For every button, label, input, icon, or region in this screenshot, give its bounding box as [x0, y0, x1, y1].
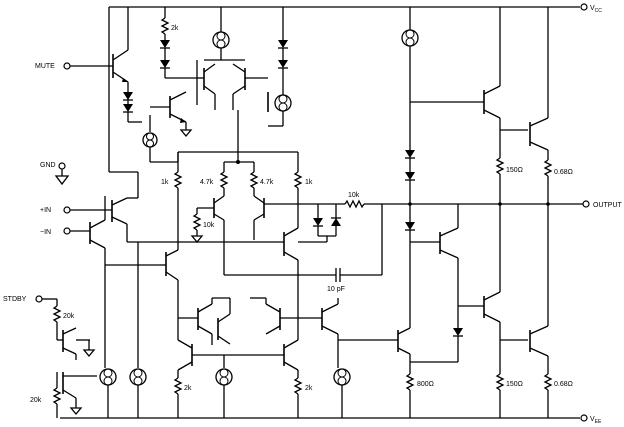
r-150-bottom-label: 150Ω [506, 381, 523, 388]
resistor-1k-left: 1k [161, 171, 183, 250]
r-068-top-label: 0.68Ω [554, 169, 573, 176]
mute-second-transistor [150, 91, 193, 138]
compensation-capacitor: 10 pF [224, 204, 383, 293]
mute-pin: MUTE [35, 62, 113, 70]
r-2k-bottom-left-label: 2k [184, 385, 192, 392]
vas-transistor [298, 298, 339, 368]
top-mirror-right-transistor [232, 63, 268, 110]
in-plus-label: +IN [40, 207, 51, 214]
mute-current-source [142, 115, 179, 163]
c-10pf-label: 10 pF [327, 286, 345, 293]
in-minus-pin: −IN [40, 227, 90, 236]
resistor-150-bottom: 150Ω [495, 373, 523, 418]
output-driver-transistor [439, 204, 484, 362]
r-1k-right-label: 1k [305, 179, 313, 186]
r-feedback-label: 10k [348, 192, 360, 199]
vas-current-source [333, 368, 351, 418]
r-top-label: 2k [171, 25, 179, 32]
mute-label: MUTE [35, 63, 55, 70]
resistor-800: 800Ω [405, 362, 434, 418]
resistor-4k7-left: 4.7k [200, 162, 229, 196]
top-right-diodes [278, 7, 288, 95]
stdby-pin: STDBY [3, 295, 57, 303]
resistor-2k-bottom-left: 2k [173, 370, 192, 418]
inner-left-transistor [197, 195, 225, 275]
r-1k-left-label: 1k [161, 179, 169, 186]
gnd-pin: GND [40, 162, 70, 186]
vcc-subscript: CC [595, 8, 603, 14]
vcc-label: V [590, 5, 595, 12]
lower-mirror [177, 297, 299, 371]
lower-current-source [215, 355, 233, 418]
r-10k-small-label: 10k [203, 222, 215, 229]
vee-terminal: VEE [580, 414, 602, 425]
r-stdby-bottom-label: 20k [30, 397, 42, 404]
resistor-4k7-right: 4.7k [249, 162, 274, 196]
output-pin: OUTPUT [548, 200, 623, 209]
diff-transistor-right [283, 227, 299, 340]
standby-current-source-1 [99, 265, 117, 418]
r-stdby-top-label: 20k [63, 313, 75, 320]
gnd-label: GND [40, 162, 56, 169]
upper-output-driver [482, 7, 528, 158]
lower-output-transistor [529, 204, 549, 374]
in-minus-label: −IN [40, 229, 51, 236]
svg-text:VCC: VCC [590, 5, 602, 14]
upper-output-transistor [529, 7, 549, 160]
vcc-terminal: VCC [580, 3, 602, 14]
inner-right-transistor [253, 195, 318, 240]
r-2k-bottom-right-label: 2k [305, 385, 313, 392]
vee-subscript: EE [595, 419, 602, 425]
load-box [177, 110, 299, 172]
diff-transistor-left [160, 249, 179, 340]
r-068-bottom-label: 0.68Ω [554, 381, 573, 388]
top-mirror-left-transistor [196, 60, 216, 110]
top-current-source [204, 7, 245, 61]
resistor-1k-right: 1k [293, 171, 313, 228]
resistor-150-top: 150Ω [495, 157, 523, 204]
input-stage-left [89, 7, 284, 266]
mute-transistor [112, 7, 129, 90]
feedback-network: 10k [298, 192, 548, 243]
vee-label: V [590, 416, 595, 423]
standby-current-source-2 [129, 242, 147, 418]
svg-text:VEE: VEE [590, 416, 602, 425]
in-plus-pin: +IN [40, 206, 112, 214]
resistor-068-bottom: 0.68Ω [543, 373, 573, 418]
lower-output-driver [483, 204, 528, 374]
vas-output-transistor [338, 327, 458, 363]
mute-diodes [123, 90, 142, 123]
output-label: OUTPUT [593, 202, 623, 209]
resistor-10k-small: 10k [190, 208, 215, 244]
r-4k7-left-label: 4.7k [200, 179, 214, 186]
r-150-top-label: 150Ω [506, 167, 523, 174]
top-right-current-source [267, 92, 292, 127]
r-4k7-right-label: 4.7k [260, 179, 274, 186]
stdby-label: STDBY [3, 296, 27, 303]
top-2k-resistor: 2k [160, 7, 197, 79]
standby-circuit: 20k 20k [30, 299, 97, 418]
output-bias-string [401, 7, 482, 328]
resistor-2k-bottom-right: 2k [293, 370, 313, 418]
r-800-label: 800Ω [417, 381, 434, 388]
